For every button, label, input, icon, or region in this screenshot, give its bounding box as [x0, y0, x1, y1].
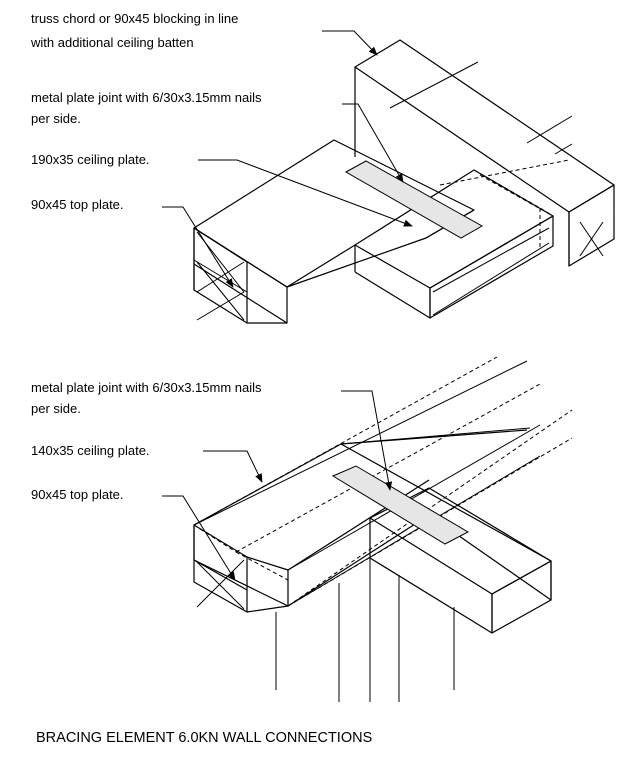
leader-metal-plate-top — [342, 103, 404, 183]
ceiling-batten-lines — [389, 61, 573, 155]
label-top-plate-top: 90x45 top plate. — [31, 197, 124, 212]
label-metal-plate-top-2: per side. — [31, 111, 81, 126]
label-truss-chord-2: with additional ceiling batten — [30, 35, 194, 50]
hidden-lines-bottom — [193, 356, 573, 607]
label-ceiling-plate-140: 140x35 ceiling plate. — [31, 443, 150, 458]
wall-studs — [275, 558, 400, 702]
leader-top-plate-bottom — [162, 495, 236, 581]
metal-plate-bottom — [331, 465, 470, 545]
top-detail: truss chord or 90x45 blocking in line wi… — [30, 11, 615, 324]
label-ceiling-plate-190: 190x35 ceiling plate. — [31, 152, 150, 167]
top-plate-continuation — [193, 360, 541, 607]
leader-metal-plate-bottom — [341, 390, 393, 491]
leader-ceiling-plate-140 — [203, 450, 263, 483]
label-metal-plate-bottom-2: per side. — [31, 401, 81, 416]
leader-truss-chord — [322, 30, 378, 56]
top-plate-crossing-bottom — [369, 487, 552, 690]
label-metal-plate-top-1: metal plate joint with 6/30x3.15mm nails — [31, 90, 262, 105]
leader-ceiling-plate-190 — [198, 159, 413, 227]
label-truss-chord-1: truss chord or 90x45 blocking in line — [31, 11, 238, 26]
top-plate-90x45-left — [193, 227, 356, 324]
label-top-plate-bottom: 90x45 top plate. — [31, 487, 124, 502]
bottom-detail: metal plate joint with 6/30x3.15mm nails… — [31, 356, 573, 702]
top-plate-90x45-bottom-left — [193, 524, 289, 613]
leader-top-plate-top — [162, 206, 234, 288]
label-metal-plate-bottom-1: metal plate joint with 6/30x3.15mm nails — [31, 380, 262, 395]
truss-chord — [354, 39, 615, 267]
diagram-caption: BRACING ELEMENT 6.0KN WALL CONNECTIONS — [36, 730, 372, 746]
hidden-lines-top — [439, 159, 570, 250]
metal-plate-top — [344, 160, 484, 239]
